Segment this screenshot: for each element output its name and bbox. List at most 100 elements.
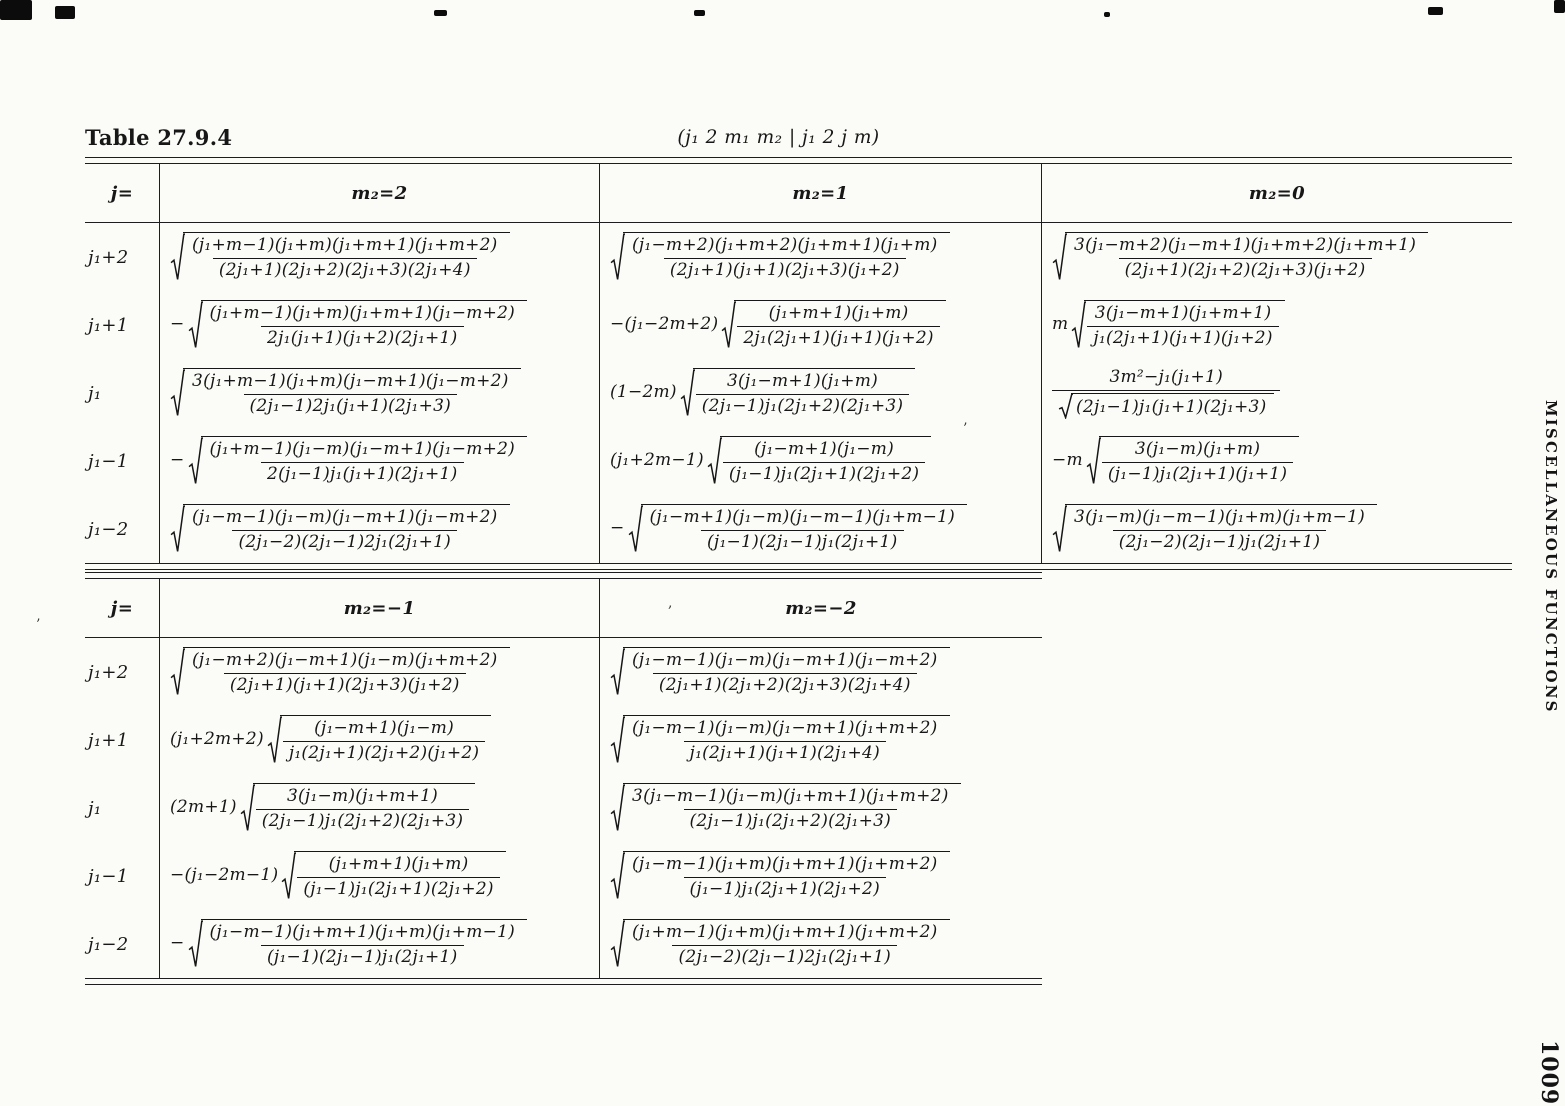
denominator: (2j₁+1)(j₁+1)(2j₁+3)(j₁+2) [663, 258, 906, 281]
square-root: (j₁+m−1)(j₁−m)(j₁−m+1)(j₁−m+2)2(j₁−1)j₁(… [188, 435, 528, 487]
formula: m 3(j₁−m+1)(j₁+m+1)j₁(2j₁+1)(j₁+1)(j₁+2) [1052, 299, 1285, 351]
scan-artifact [55, 6, 75, 19]
formula: 3(j₁−m)(j₁−m−1)(j₁+m)(j₁+m−1)(2j₁−2)(2j₁… [1052, 503, 1378, 555]
row-label: j₁+1 [85, 706, 160, 774]
denominator: j₁(2j₁+1)(j₁+1)(j₁+2) [1087, 326, 1279, 349]
numerator: 3(j₁−m)(j₁+m+1) [286, 785, 439, 806]
radical-sign-icon [1052, 232, 1067, 283]
row-label: j₁−2 [85, 495, 160, 563]
radical-sign-icon [628, 504, 643, 555]
corner-header: j= [85, 579, 160, 637]
denominator: (j₁−1)j₁(2j₁+1)(2j₁+2) [297, 877, 500, 900]
formula: (2m+1)3(j₁−m)(j₁+m+1)(2j₁−1)j₁(2j₁+2)(2j… [170, 782, 476, 834]
numerator: (j₁−m−1)(j₁−m)(j₁−m+1)(j₁−m+2) [192, 506, 498, 527]
scan-speck: ’ [36, 617, 41, 633]
radical-sign-icon [610, 783, 625, 834]
numerator: (j₁+m−1)(j₁−m)(j₁−m+1)(j₁−m+2) [209, 438, 516, 459]
denominator: j₁(2j₁+1)(j₁+1)(2j₁+4) [683, 741, 886, 764]
radical-sign-icon [610, 715, 625, 766]
radical-sign-icon [1086, 436, 1101, 487]
fraction: (j₁+m−1)(j₁−m)(j₁−m+1)(j₁−m+2)2(j₁−1)j₁(… [204, 439, 522, 486]
formula-cell: (j₁+m−1)(j₁+m)(j₁+m+1)(j₁+m+2)(2j₁+1)(2j… [160, 223, 600, 291]
formula-cell: (2m+1)3(j₁−m)(j₁+m+1)(2j₁−1)j₁(2j₁+2)(2j… [160, 774, 600, 842]
numerator: 3(j₁−m−1)(j₁−m)(j₁+m+1)(j₁+m+2) [632, 785, 949, 806]
denominator: 2j₁(j₁+1)(j₁+2)(2j₁+1) [261, 326, 464, 349]
fraction: 3(j₁−m)(j₁+m+1)(2j₁−1)j₁(2j₁+2)(2j₁+3) [255, 785, 470, 833]
radicand: 3(j₁−m−1)(j₁−m)(j₁+m+1)(j₁+m+2) (2j₁−1)j₁… [623, 782, 961, 834]
radical-sign-icon [610, 232, 625, 283]
formula: 3(j₁−m+2)(j₁−m+1)(j₁+m+2)(j₁+m+1)(2j₁+1)… [1052, 231, 1429, 283]
formula-cell: (j₁+m−1)(j₁+m)(j₁+m+1)(j₁+m+2)(2j₁−2)(2j… [600, 910, 1042, 978]
radicand: (j₁−m+1)(j₁−m)(j₁−1)j₁(2j₁+1)(2j₁+2) [719, 435, 932, 487]
radicand: (j₁−m+2)(j₁−m+1)(j₁−m)(j₁+m+2)(2j₁+1)(j₁… [183, 646, 510, 698]
numerator: 3m²−j₁(j₁+1) [1109, 366, 1223, 387]
coefficient: −(j₁−2m+2) [610, 314, 719, 335]
numerator: (j₁−m−1)(j₁+m)(j₁+m+1)(j₁+m+2) [632, 853, 938, 874]
fraction: 3(j₁−m+1)(j₁+m+1)j₁(2j₁+1)(j₁+1)(j₁+2) [1087, 303, 1279, 350]
radicand: 3(j₁−m+1)(j₁+m+1)j₁(2j₁+1)(j₁+1)(j₁+2) [1084, 299, 1285, 351]
radical-sign-icon [1071, 300, 1086, 351]
table-row: j₁−2−(j₁−m−1)(j₁+m+1)(j₁+m)(j₁+m−1)(j₁−1… [85, 910, 1042, 978]
square-root: 3(j₁−m+2)(j₁−m+1)(j₁+m+2)(j₁+m+1)(2j₁+1)… [1052, 231, 1429, 283]
scan-speck: ’ [963, 421, 968, 437]
square-root: (j₁−m+1)(j₁−m)(j₁−m−1)(j₁+m−1)(j₁−1)(2j₁… [628, 503, 968, 555]
radicand: (j₁−m−1)(j₁−m)(j₁−m+1)(j₁−m+2)(2j₁+1)(2j… [623, 646, 950, 698]
bottom-double-rule [85, 563, 1512, 570]
coefficient: (j₁+2m+2) [170, 729, 264, 750]
formula: (j₁+m−1)(j₁+m)(j₁+m+1)(j₁+m+2)(2j₁+1)(2j… [170, 231, 510, 283]
header-rule [85, 637, 1042, 638]
formula-cell: 3(j₁−m+2)(j₁−m+1)(j₁+m+2)(j₁+m+1)(2j₁+1)… [1042, 223, 1512, 291]
radical-sign-icon [188, 436, 203, 487]
formula: −(j₁−m−1)(j₁+m+1)(j₁+m)(j₁+m−1)(j₁−1)(2j… [170, 918, 528, 970]
square-root: (j₁−m+2)(j₁+m+2)(j₁+m+1)(j₁+m)(2j₁+1)(j₁… [610, 231, 950, 283]
row-label: j₁+2 [85, 223, 160, 291]
formula: (j₁+2m+2)(j₁−m+1)(j₁−m)j₁(2j₁+1)(2j₁+2)(… [170, 714, 492, 766]
numerator: (j₁+m+1)(j₁+m) [328, 853, 469, 874]
table-title-formula: (j₁ 2 m₁ m₂ | j₁ 2 j m) [677, 127, 880, 148]
denominator: (2j₁+1)(2j₁+2)(2j₁+3)(2j₁+4) [652, 673, 917, 696]
row-label: j₁−1 [85, 842, 160, 910]
radicand: 3(j₁−m)(j₁+m)(j₁−1)j₁(2j₁+1)(j₁+1) [1098, 435, 1300, 487]
fraction: 3(j₁+m−1)(j₁+m)(j₁−m+1)(j₁−m+2)(2j₁−1)2j… [186, 371, 515, 418]
coefficient: m [1052, 314, 1069, 335]
row-label: j₁+1 [85, 291, 160, 359]
formula-cell: m 3(j₁−m+1)(j₁+m+1)j₁(2j₁+1)(j₁+1)(j₁+2) [1042, 291, 1512, 359]
row-label: j₁−1 [85, 427, 160, 495]
radicand: (j₁−m−1)(j₁−m)(j₁−m+1)(j₁−m+2)(2j₁−2)(2j… [183, 503, 510, 555]
radical-sign-icon [610, 919, 625, 970]
fraction: (j₁−m−1)(j₁−m)(j₁−m+1)(j₁−m+2)(2j₁−2)(2j… [186, 507, 504, 554]
radical-sign-icon [721, 300, 736, 351]
row-label: j₁+2 [85, 638, 160, 706]
fraction: (j₁+m−1)(j₁+m)(j₁+m+1)(j₁+m+2)(2j₁−2)(2j… [626, 922, 944, 969]
page-number: 1009 [1536, 1040, 1562, 1106]
column-header: m₂=−2 [785, 597, 857, 619]
radical-sign-icon [188, 919, 203, 970]
column-header: m₂=2 [160, 164, 600, 222]
coefficient: − [170, 450, 185, 471]
radicand: (j₁+m+1)(j₁+m)2j₁(2j₁+1)(j₁+1)(j₁+2) [734, 299, 946, 351]
denominator: (2j₁−2)(2j₁−1)j₁(2j₁+1) [1112, 530, 1327, 553]
denominator: (2j₁−1)j₁(2j₁+2)(2j₁+3) [683, 809, 898, 832]
fraction: 3(j₁−m−1)(j₁−m)(j₁+m+1)(j₁+m+2) (2j₁−1)j₁… [626, 786, 955, 833]
square-root: (j₁−m+1)(j₁−m)(j₁−1)j₁(2j₁+1)(2j₁+2) [707, 435, 932, 487]
radicand: (2j₁−1)j₁(j₁+1)(2j₁+3) [1071, 393, 1275, 419]
formula: (j₁−m−1)(j₁−m)(j₁−m+1)(j₁+m+2)j₁(2j₁+1)(… [610, 714, 950, 766]
radicand: (j₁+m−1)(j₁−m)(j₁−m+1)(j₁−m+2)2(j₁−1)j₁(… [200, 435, 528, 487]
square-root: (j₁−m+2)(j₁−m+1)(j₁−m)(j₁+m+2)(2j₁+1)(j₁… [170, 646, 510, 698]
denominator: (2j₁−1)j₁(j₁+1)(2j₁+3) [1052, 390, 1281, 419]
radical-sign-icon [610, 851, 625, 902]
coefficient: −(j₁−2m−1) [170, 865, 279, 886]
radical-sign-icon [610, 647, 625, 698]
radicand: (j₁+m+1)(j₁+m) (j₁−1)j₁(2j₁+1)(2j₁+2) [294, 850, 506, 902]
table-row: j₁+2(j₁+m−1)(j₁+m)(j₁+m+1)(j₁+m+2)(2j₁+1… [85, 223, 1512, 291]
section-margin-label: MISCELLANEOUS FUNCTIONS [1542, 400, 1560, 714]
numerator: (j₁−m+2)(j₁−m+1)(j₁−m)(j₁+m+2) [192, 649, 498, 670]
formula: −(j₁−m+1)(j₁−m)(j₁−m−1)(j₁+m−1)(j₁−1)(2j… [610, 503, 968, 555]
fraction: 3(j₁−m)(j₁−m−1)(j₁+m)(j₁+m−1)(2j₁−2)(2j₁… [1068, 507, 1371, 554]
